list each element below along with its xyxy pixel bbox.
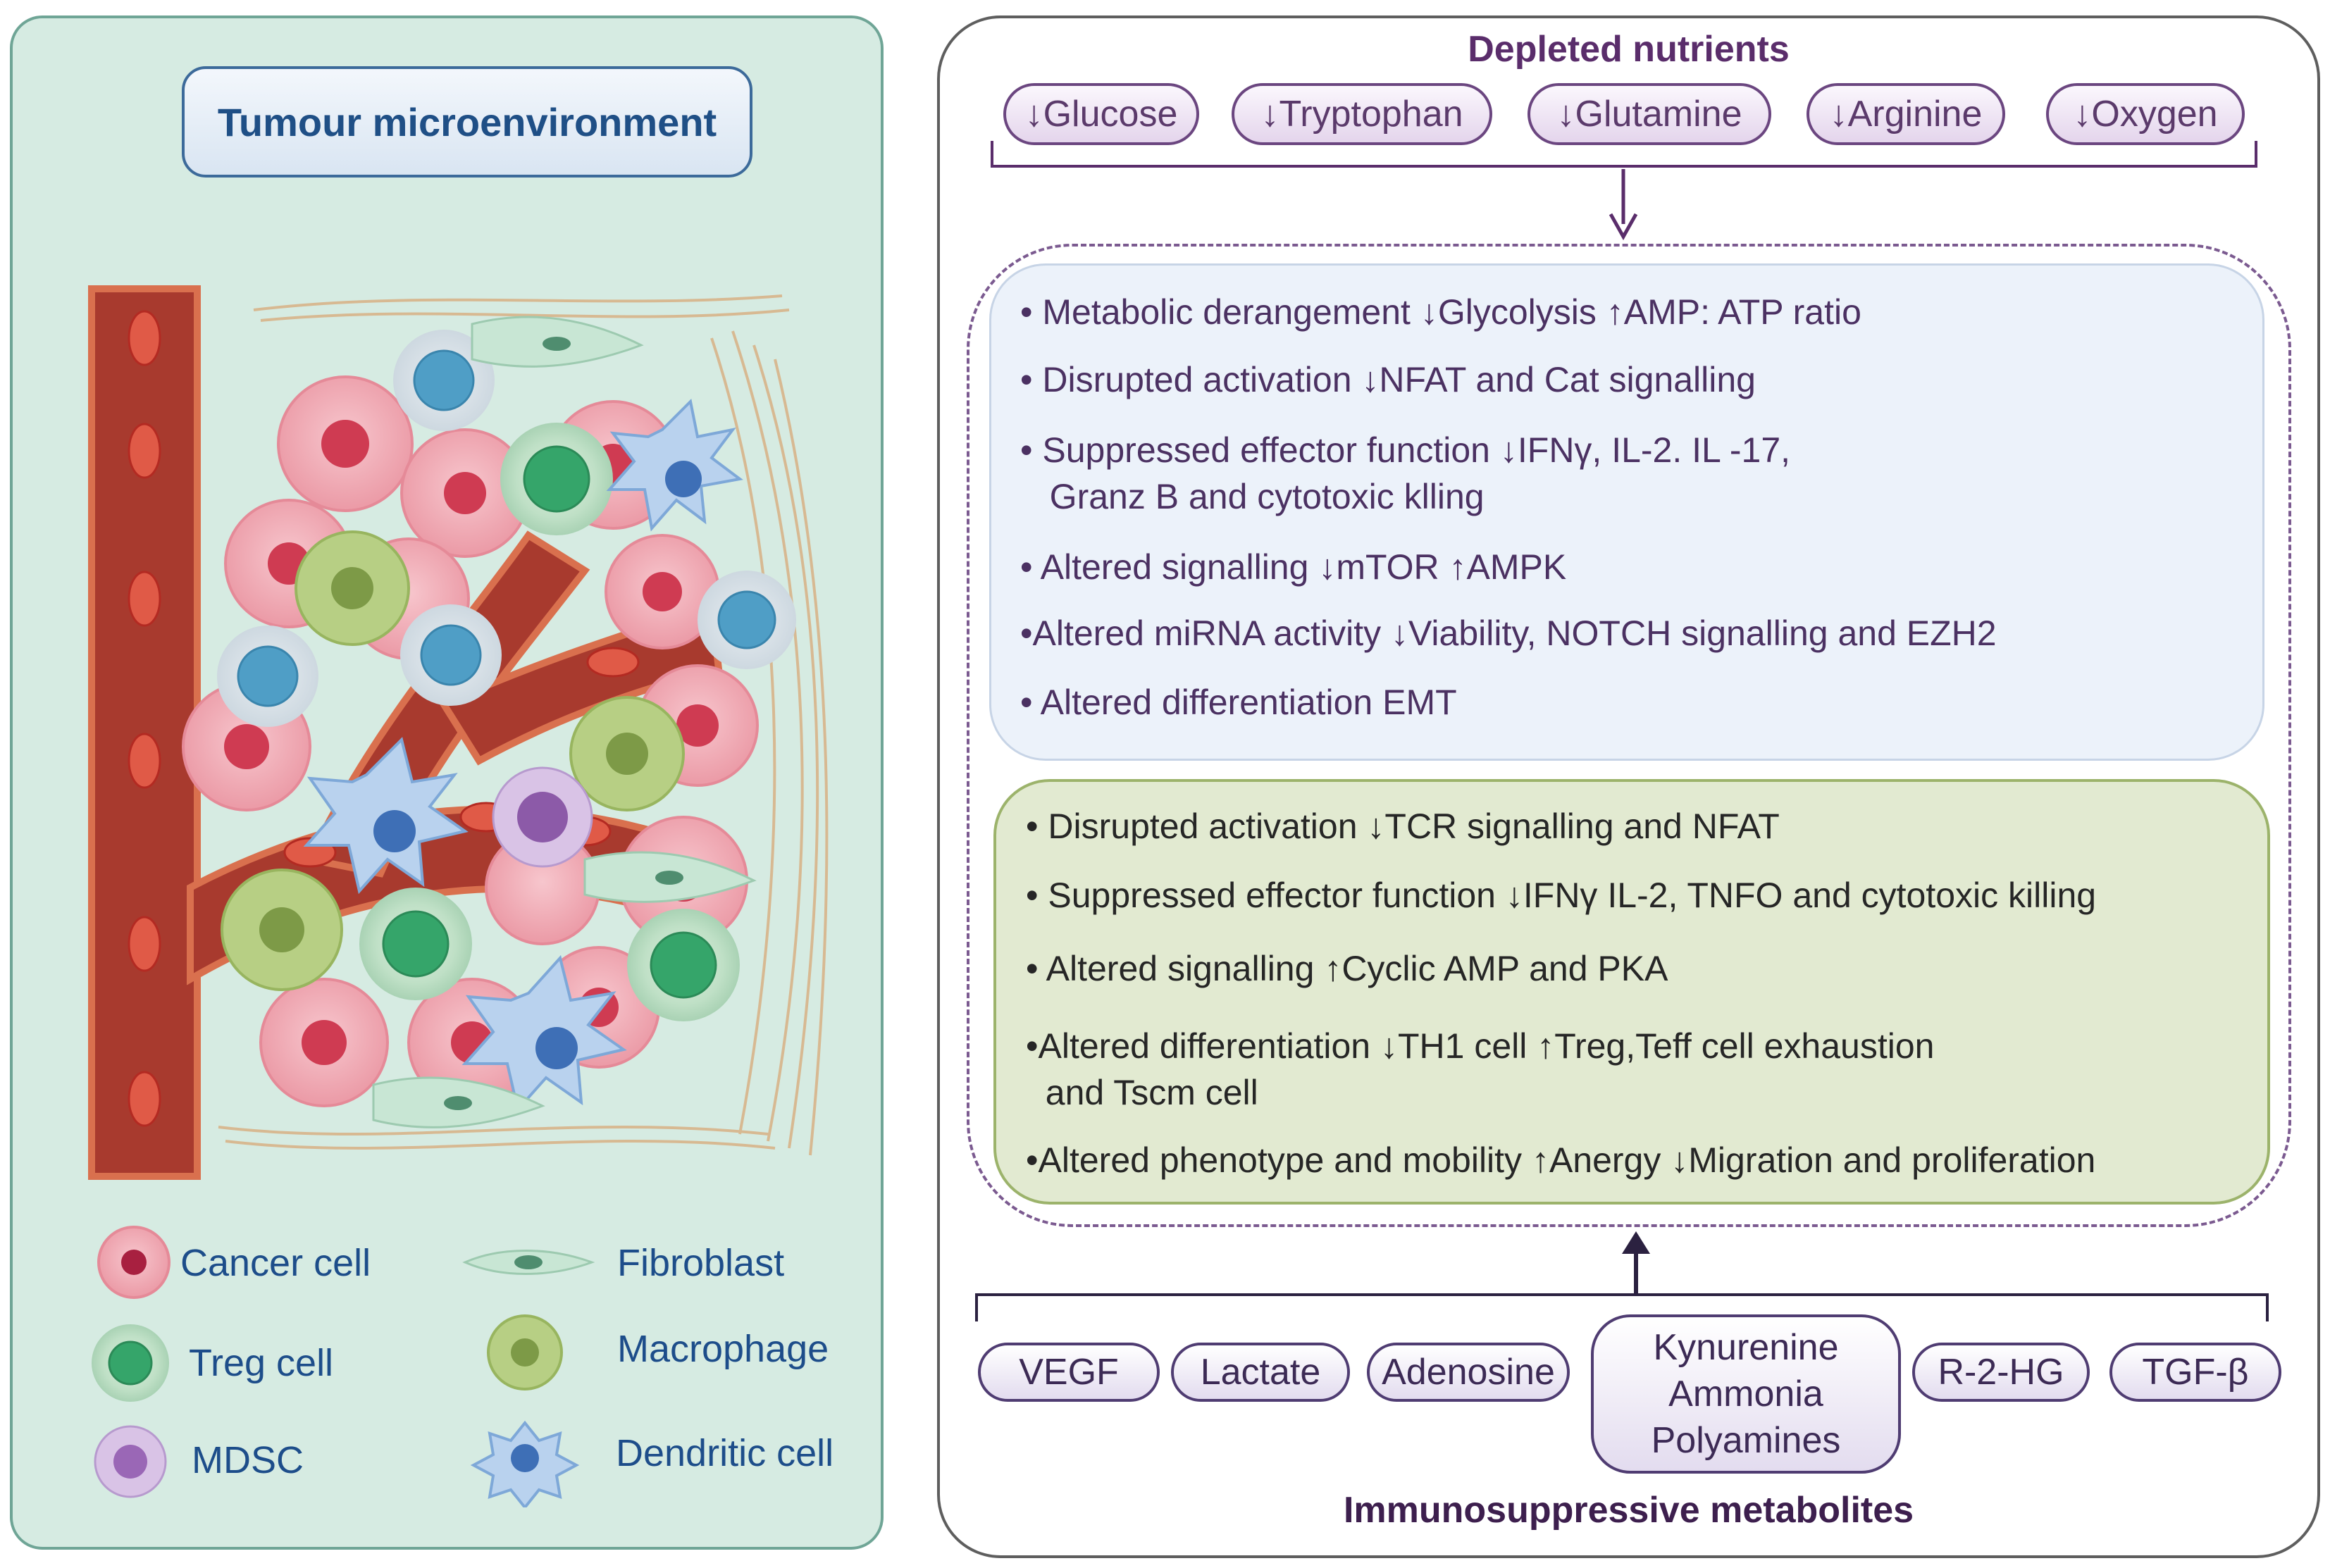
up-arrow-head bbox=[1622, 1231, 1650, 1254]
legend-icons-right bbox=[462, 1250, 595, 1507]
nutrient-tryptophan: ↓Tryptophan bbox=[1232, 83, 1492, 145]
metabolite-vegf: VEGF bbox=[978, 1343, 1160, 1402]
green-bullet-1: • Disrupted activation ↓TCR signalling a… bbox=[1026, 807, 1780, 846]
legend-icons-left bbox=[92, 1226, 171, 1498]
metabolite-r-2-hg: R-2-HG bbox=[1912, 1343, 2090, 1402]
legend-label-treg-cell: Treg cell bbox=[189, 1342, 334, 1384]
tumour-microenvironment-title-box: Tumour microenvironment bbox=[182, 66, 752, 178]
tumour-illustration bbox=[88, 285, 829, 1180]
metabolite-effects-box bbox=[993, 779, 2270, 1205]
metabolite-lactate: Lactate bbox=[1171, 1343, 1350, 1402]
nutrient-glutamine: ↓Glutamine bbox=[1527, 83, 1771, 145]
nutrient-arginine: ↓Arginine bbox=[1807, 83, 2005, 145]
metabolite-tgf-beta: TGF-β bbox=[2109, 1343, 2281, 1402]
dendritic-cell-icon bbox=[470, 1420, 580, 1507]
metabolite-adenosine: Adenosine bbox=[1367, 1343, 1570, 1402]
legend-label-macrophage: Macrophage bbox=[617, 1328, 829, 1370]
down-arrow-head bbox=[1609, 213, 1638, 241]
effects-dashed-frame bbox=[967, 244, 2291, 1227]
blue-bullet-5: •Altered miRNA activity ↓Viability, NOTC… bbox=[1020, 614, 1997, 653]
cancer-cell-icon bbox=[97, 1226, 171, 1299]
green-bullet-2: • Suppressed effector function ↓IFNγ IL-… bbox=[1026, 876, 2097, 915]
mdsc-cell bbox=[492, 766, 593, 868]
green-bullet-3: • Altered signalling ↑Cyclic AMP and PKA bbox=[1026, 949, 1668, 988]
legend-label-dendritic-cell: Dendritic cell bbox=[616, 1432, 834, 1474]
blue-bullet-3: • Suppressed effector function ↓IFNγ, IL… bbox=[1020, 430, 1791, 516]
legend-label-mdsc: MDSC bbox=[192, 1439, 304, 1481]
macrophage-icon bbox=[487, 1314, 563, 1390]
nutrient-glucose: ↓Glucose bbox=[1003, 83, 1199, 145]
tumour-microenvironment-title: Tumour microenvironment bbox=[217, 99, 717, 144]
legend-label-cancer-cell: Cancer cell bbox=[180, 1242, 371, 1284]
green-bullet-4: •Altered differentiation ↓TH1 cell ↑Treg… bbox=[1026, 1026, 1935, 1112]
treg-cell-icon bbox=[92, 1324, 169, 1402]
depleted-nutrients-title: Depleted nutrients bbox=[1468, 29, 1790, 70]
blue-bullet-6: • Altered differentiation EMT bbox=[1020, 683, 1457, 722]
green-bullet-5: •Altered phenotype and mobility ↑Anergy … bbox=[1026, 1140, 2096, 1180]
treg-cells bbox=[359, 423, 740, 1021]
metabolite-kynurenine-ammonia-polyamines: Kynurenine Ammonia Polyamines bbox=[1591, 1314, 1901, 1474]
blue-bullet-2: • Disrupted activation ↓NFAT and Cat sig… bbox=[1020, 360, 1756, 399]
nutrient-oxygen: ↓Oxygen bbox=[2046, 83, 2245, 145]
mdsc-icon bbox=[94, 1425, 167, 1498]
fibroblast-icon bbox=[462, 1250, 595, 1275]
blue-bullet-1: • Metabolic derangement ↓Glycolysis ↑AMP… bbox=[1020, 292, 1861, 332]
legend-label-fibroblast: Fibroblast bbox=[617, 1242, 785, 1284]
connector-graphics bbox=[975, 141, 2269, 1321]
blue-bullet-4: • Altered signalling ↓mTOR ↑AMPK bbox=[1020, 547, 1567, 587]
metabolites-bracket bbox=[975, 1293, 2269, 1321]
immunosuppressive-metabolites-title: Immunosuppressive metabolites bbox=[1343, 1490, 1914, 1531]
nutrient-depletion-effects-box bbox=[989, 263, 2264, 761]
nutrients-bracket bbox=[991, 141, 2257, 168]
lymphocytes bbox=[217, 330, 796, 727]
